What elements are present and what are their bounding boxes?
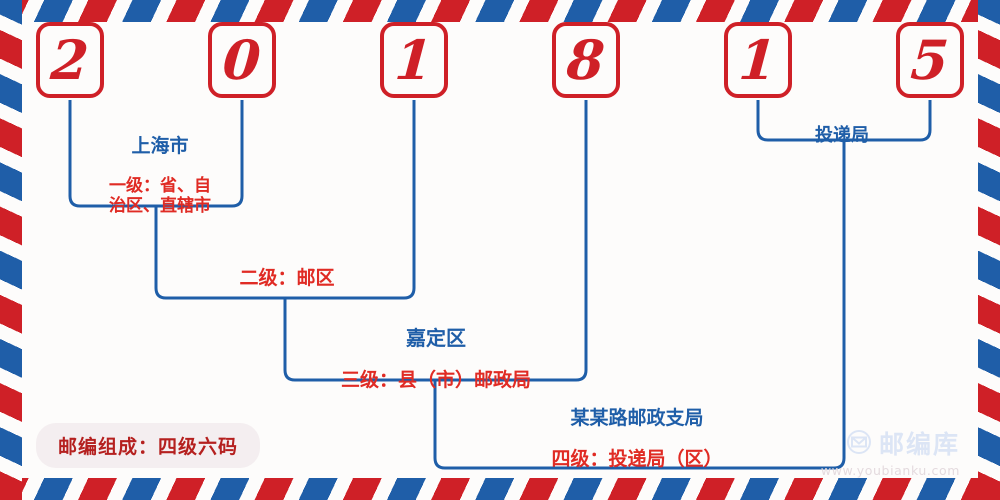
level-1-name: 上海市 <box>131 134 189 157</box>
digit-glyph-1: 2 <box>48 28 92 92</box>
digit-glyph-5: 1 <box>736 28 780 92</box>
level-1-desc: 一级：省、自 治区、直辖市 <box>109 176 211 217</box>
level-1-label: 上海市 一级：省、自 治区、直辖市 <box>70 116 250 235</box>
digit-glyph-3: 1 <box>392 28 436 92</box>
digit-glyph-6: 5 <box>908 28 952 92</box>
delivery-office-label: 投递局 <box>742 106 942 165</box>
envelope-circle-icon <box>846 429 872 460</box>
digit-box-5[interactable]: 1 <box>724 22 792 98</box>
airmail-border-left <box>0 0 22 500</box>
airmail-border-right <box>978 0 1000 500</box>
composition-badge: 邮编组成：四级六码 <box>36 423 261 468</box>
watermark-row: 邮编库 <box>846 429 960 460</box>
postcode-digits: 2 0 1 8 1 5 <box>0 0 1000 110</box>
level-3-desc: 三级：县（市）邮政局 <box>340 369 531 392</box>
digit-box-1[interactable]: 2 <box>36 22 104 98</box>
watermark: 邮编库 www.youbianku.com <box>821 429 960 478</box>
level-3-name: 嘉定区 <box>406 325 466 350</box>
digit-box-4[interactable]: 8 <box>552 22 620 98</box>
digit-glyph-2: 0 <box>220 28 264 92</box>
level-4-label: 某某路邮政支局 四级：投递局（区） <box>437 388 837 489</box>
level-2-desc: 二级：邮区 <box>239 266 335 289</box>
digit-box-6[interactable]: 5 <box>896 22 964 98</box>
watermark-brand: 邮编库 <box>878 430 960 459</box>
airmail-border-bottom <box>0 478 1000 500</box>
watermark-url: www.youbianku.com <box>820 463 960 478</box>
airmail-border-top <box>0 0 1000 22</box>
level-4-name: 某某路邮政支局 <box>570 406 704 429</box>
level-2-label: 二级：邮区 <box>152 248 422 308</box>
level-4-desc: 四级：投递局（区） <box>551 448 723 471</box>
digit-box-3[interactable]: 1 <box>380 22 448 98</box>
level-3-label: 嘉定区 三级：县（市）邮政局 <box>282 308 590 411</box>
digit-box-2[interactable]: 0 <box>208 22 276 98</box>
digit-glyph-4: 8 <box>564 28 608 92</box>
delivery-office-name: 投递局 <box>815 124 869 146</box>
